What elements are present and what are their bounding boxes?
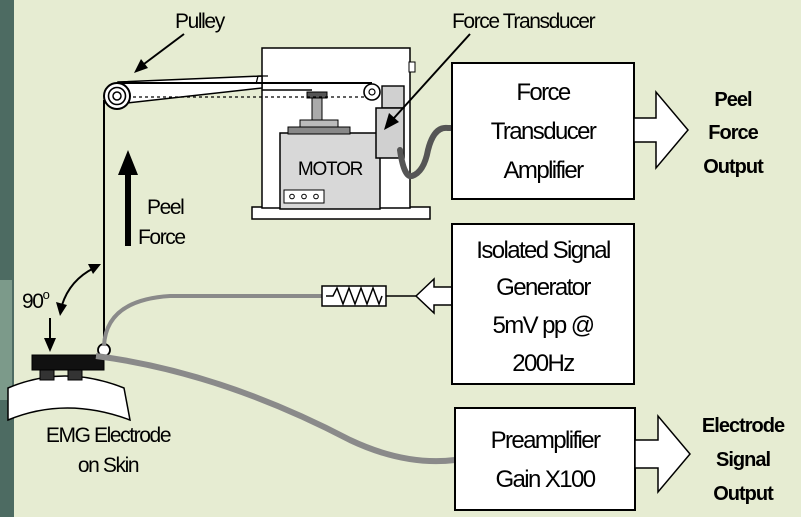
left-photo-strip-highlight — [0, 280, 12, 400]
pulley-pointer-head — [134, 59, 148, 73]
transducer-mount — [381, 85, 405, 109]
peel-force-label-line1: Peel — [147, 196, 184, 219]
frame-clamp — [408, 61, 416, 73]
pulley-hub — [112, 91, 122, 101]
amplifier-text-line1: Force — [516, 79, 571, 106]
skin-surface — [7, 375, 131, 422]
pulley-label: Pulley — [175, 10, 226, 33]
motor-knob-3 — [313, 193, 319, 200]
motor-knob-1 — [289, 193, 295, 200]
shaft-spool — [306, 91, 328, 99]
peel-force-arrow-head — [118, 150, 138, 175]
electrode-body — [31, 354, 105, 371]
motor-shaft — [311, 95, 323, 121]
electrode-signal-output-line1: Electrode — [702, 415, 785, 437]
amplifier-text-line2: Transducer — [491, 118, 597, 145]
signal-generator-box — [451, 223, 635, 385]
force-transducer-pointer — [393, 33, 471, 119]
signal-generator-arrow — [414, 277, 453, 315]
electrode-signal-output-line3: Output — [713, 483, 774, 505]
signal-generator-cable — [102, 294, 322, 347]
force-transducer-label: Force Transducer — [452, 10, 596, 33]
preamplifier-text-line2: Gain X100 — [495, 466, 595, 493]
transducer-cable — [397, 124, 455, 180]
peel-force-output-line3: Output — [703, 156, 764, 178]
resistor-zigzag — [326, 285, 383, 307]
peel-force-label-line2: Force — [138, 226, 185, 249]
signal-generator-text-line3: 5mV pp @ — [493, 312, 594, 339]
shaft-collar — [299, 119, 339, 128]
electrode-label-line2: on Skin — [78, 454, 139, 477]
peel-force-output-line2: Force — [708, 122, 758, 144]
motor-knob-2 — [301, 193, 307, 200]
pulley-pointer — [143, 33, 185, 65]
pulley — [103, 82, 131, 110]
preamplifier-box — [454, 407, 636, 511]
amplifier-text-line3: Amplifier — [504, 157, 585, 184]
signal-generator-text-line2: Generator — [496, 274, 591, 301]
arm-bracket — [255, 75, 268, 85]
angle-pointer-head — [44, 338, 56, 352]
signal-generator-text-line1: Isolated Signal — [476, 237, 610, 264]
preamplifier-cable — [95, 353, 456, 465]
pulley-arm — [117, 75, 263, 105]
angle-label: 90o — [22, 287, 50, 313]
preamplifier-text-line1: Preamplifier — [491, 427, 601, 454]
angle-arc-head-top — [88, 264, 101, 274]
electrode-signal-output-line2: Signal — [716, 449, 770, 471]
left-photo-strip — [0, 0, 14, 517]
motor-control-panel — [283, 189, 325, 204]
transducer-small-pulley-hub — [368, 88, 376, 96]
motor-label: MOTOR — [298, 159, 363, 180]
electrode-signal-output-arrow — [634, 413, 691, 495]
electrode-label-line1: EMG Electrode — [46, 424, 171, 447]
force-transducer-pointer-head — [384, 113, 399, 130]
peel-force-output-arrow — [633, 89, 689, 171]
signal-generator-text-line4: 200Hz — [512, 350, 574, 377]
angle-arc-head-bottom — [56, 302, 67, 316]
peel-force-output-line1: Peel — [714, 89, 752, 111]
turntable — [287, 126, 351, 135]
angle-arc — [61, 267, 95, 306]
